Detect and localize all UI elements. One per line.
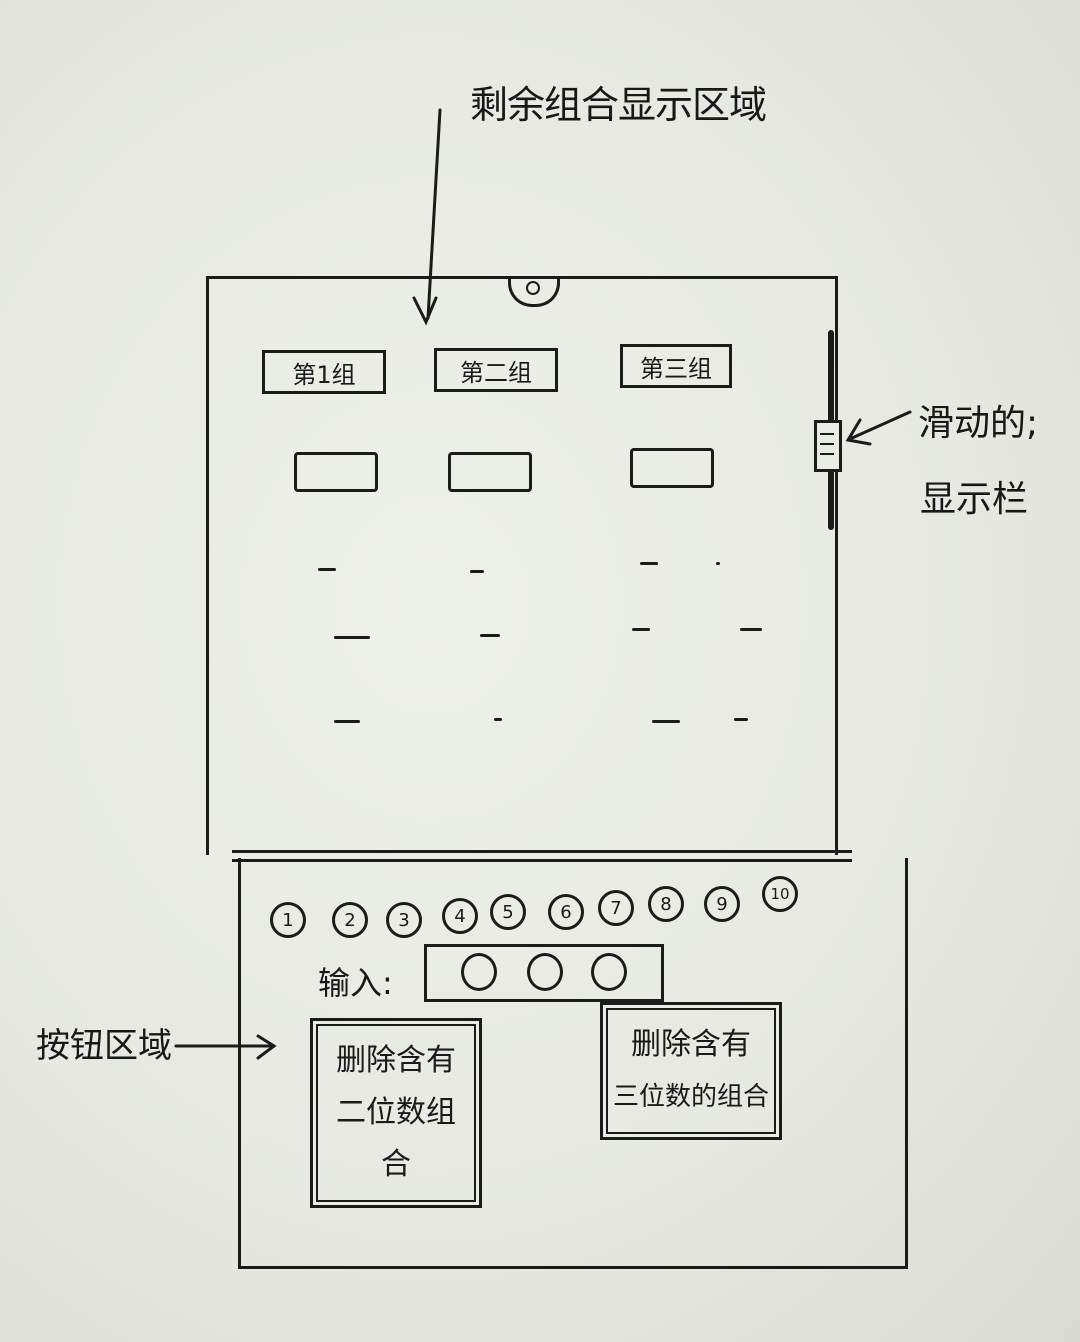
digit-button-6[interactable]: 6 xyxy=(548,894,584,930)
digit-button-8[interactable]: 8 xyxy=(648,886,684,922)
delete-three-digit-combinations-button[interactable]: 删除含有 三位数的组合 xyxy=(600,1002,782,1140)
list-item-placeholder xyxy=(318,568,336,571)
list-item-placeholder xyxy=(716,562,720,565)
annotation-scrollbar-line1: 滑动的; xyxy=(918,403,1039,444)
digit-button-2[interactable]: 2 xyxy=(332,902,368,938)
list-item-placeholder xyxy=(740,628,762,631)
button-line-1: 删除含有 xyxy=(631,1027,751,1062)
combination-slot xyxy=(630,448,714,488)
digit-button-5[interactable]: 5 xyxy=(490,894,526,930)
digit-button-10[interactable]: 10 xyxy=(762,876,798,912)
arrow-to-scrollbar xyxy=(845,410,912,446)
region-divider xyxy=(232,850,852,862)
group-header-1: 第1组 xyxy=(262,350,386,394)
combination-slot xyxy=(448,452,532,492)
button-line-2: 二位数组合 xyxy=(336,1095,456,1182)
delete-two-digit-combinations-button[interactable]: 删除含有 二位数组合 xyxy=(310,1018,482,1208)
number-input[interactable] xyxy=(424,944,664,1002)
input-label: 输入: xyxy=(318,964,393,1002)
button-line-2: 三位数的组合 xyxy=(613,1082,770,1112)
list-item-placeholder xyxy=(334,636,370,639)
combination-slot xyxy=(294,452,378,492)
digit-button-1[interactable]: 1 xyxy=(270,902,306,938)
arrow-to-button-area xyxy=(174,1034,277,1060)
list-item-placeholder xyxy=(334,720,360,723)
grip-line xyxy=(820,443,834,445)
annotation-scrollbar-line2: 显示栏 xyxy=(920,479,1029,520)
digit-button-4[interactable]: 4 xyxy=(442,898,478,934)
button-area xyxy=(238,858,908,1269)
camera-icon xyxy=(526,281,540,295)
digit-button-9[interactable]: 9 xyxy=(704,886,740,922)
digit-button-7[interactable]: 7 xyxy=(598,890,634,926)
grip-line xyxy=(820,433,834,435)
input-digit-slot xyxy=(527,953,563,991)
group-header-2: 第二组 xyxy=(434,348,558,392)
annotation-display-area: 剩余组合显示区域 xyxy=(470,83,767,127)
list-item-placeholder xyxy=(640,562,658,565)
list-item-placeholder xyxy=(470,570,484,573)
list-item-placeholder xyxy=(480,634,500,637)
grip-line xyxy=(820,453,834,455)
arrow-to-display-area xyxy=(412,108,442,326)
button-line-1: 删除含有 xyxy=(336,1043,456,1078)
list-item-placeholder xyxy=(494,718,502,721)
scrollbar-thumb[interactable] xyxy=(814,420,842,472)
list-item-placeholder xyxy=(734,718,748,721)
input-digit-slot xyxy=(591,953,627,991)
list-item-placeholder xyxy=(652,720,680,723)
digit-button-3[interactable]: 3 xyxy=(386,902,422,938)
annotation-button-area: 按钮区域 xyxy=(36,1026,172,1066)
input-digit-slot xyxy=(461,953,497,991)
list-item-placeholder xyxy=(632,628,650,631)
group-header-3: 第三组 xyxy=(620,344,732,388)
